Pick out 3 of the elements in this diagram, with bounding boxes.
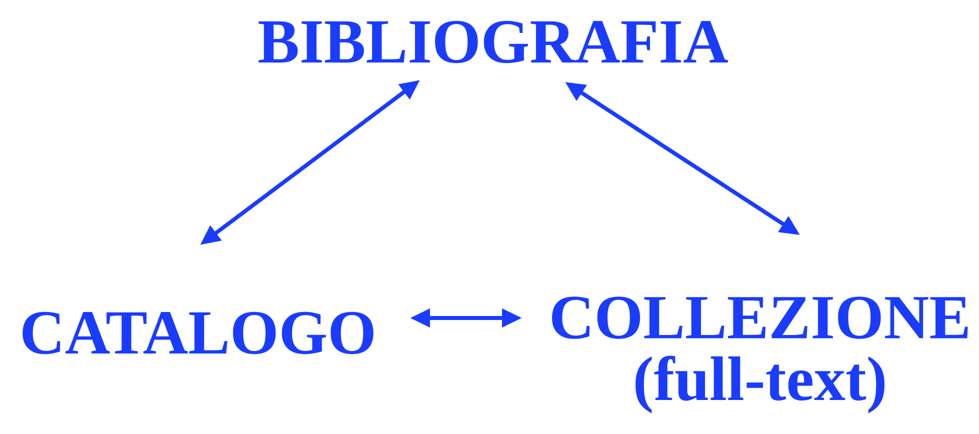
label-text: BIBLIOGRAFIA: [258, 20, 728, 64]
label-text: CATALOGO: [22, 312, 374, 354]
label-text: COLLEZIONE (full-text): [552, 296, 968, 414]
